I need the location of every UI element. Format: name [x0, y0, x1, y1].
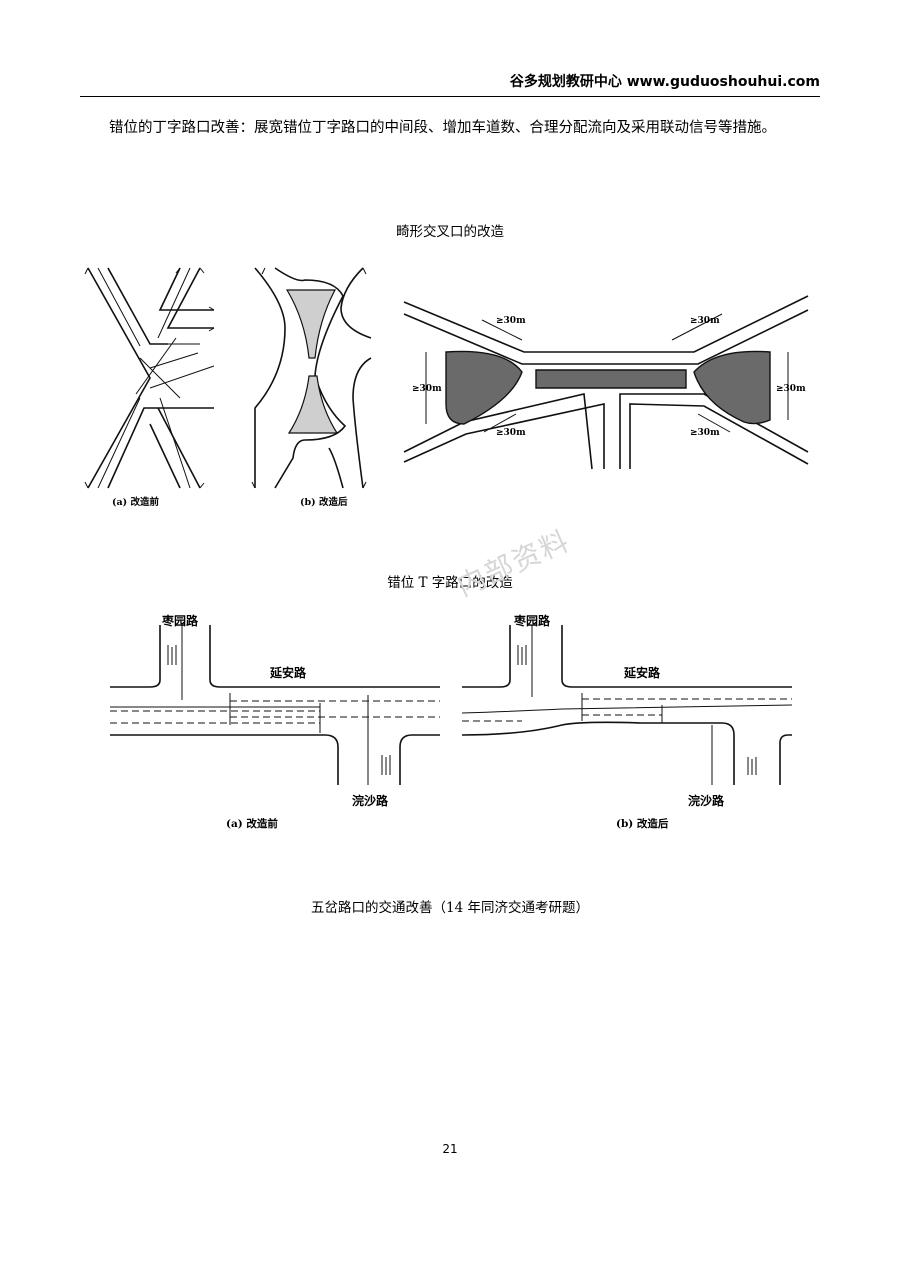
dim-label-top-left: ≥30m: [496, 316, 526, 326]
dim-label-bottom-left: ≥30m: [496, 428, 526, 438]
skew-after-label: (b) 改造后: [300, 497, 348, 508]
road-label-south-b: 浣沙路: [688, 794, 725, 808]
dim-label-left: ≥30m: [412, 384, 442, 394]
road-label-main-b: 延安路: [624, 666, 661, 680]
page-header: 谷多规划教研中心 www.guduoshouhui.com: [80, 72, 820, 97]
skew-after-diagram: [251, 267, 372, 489]
tee-before-diagram: [110, 625, 440, 785]
caption-five-way: 五岔路口的交通改善（14 年同济交通考研题）: [311, 900, 589, 916]
caption-skew-intersection: 畸形交叉口的改造: [396, 224, 504, 240]
header-text: 谷多规划教研中心 www.guduoshouhui.com: [509, 74, 820, 90]
page-number: 21: [442, 1142, 458, 1156]
dim-label-right: ≥30m: [776, 384, 806, 394]
body-paragraph: 错位的丁字路口改善：展宽错位丁字路口的中间段、增加车道数、合理分配流向及采用联动…: [109, 120, 776, 136]
tee-after-diagram: [461, 625, 793, 785]
road-label-north-a: 枣园路: [162, 614, 199, 628]
watermark-text: 内部资料: [452, 523, 576, 603]
y-junction-diagram: [403, 295, 809, 470]
tee-before-label: (a) 改造前: [226, 818, 278, 830]
dim-label-top-right: ≥30m: [690, 316, 720, 326]
road-label-main-a: 延安路: [270, 666, 307, 680]
road-label-north-b: 枣园路: [514, 614, 551, 628]
tee-after-label: (b) 改造后: [616, 818, 669, 830]
skew-before-label: (a) 改造前: [112, 497, 159, 508]
road-label-south-a: 浣沙路: [352, 794, 389, 808]
skew-before-diagram: [84, 267, 215, 489]
dim-label-bottom-right: ≥30m: [690, 428, 720, 438]
caption-tee-intersection: 错位 T 字路口的改造: [387, 575, 513, 591]
